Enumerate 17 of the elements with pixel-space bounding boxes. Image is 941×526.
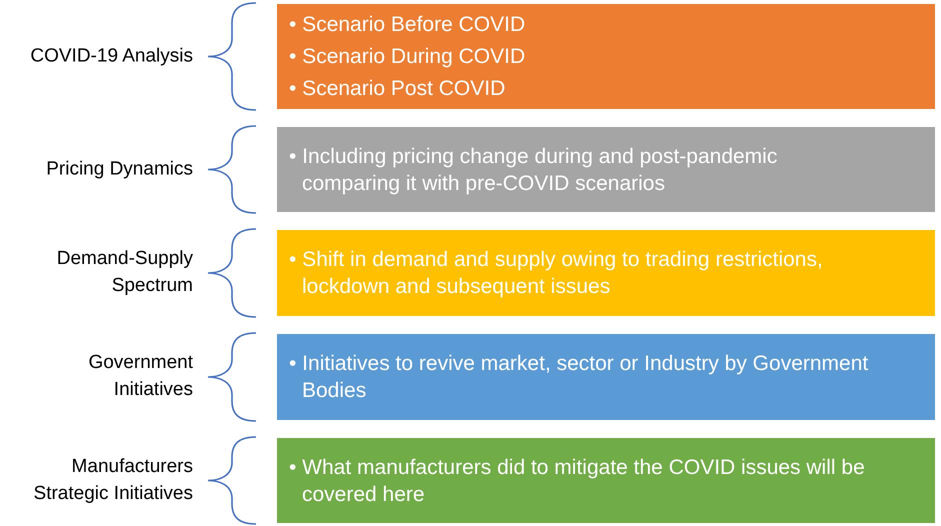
topic-panel [277, 230, 935, 316]
bullet-item: • What manufacturers did to mitigate the COVID issues will be covered here [289, 454, 866, 508]
bullet-item: • Including pricing change during and post-pandemic comparing it with pre-COVID scenarios [289, 144, 778, 196]
bullet-item: • Scenario Before COVID [289, 12, 526, 38]
category-label: Pricing Dynamics [46, 158, 193, 182]
topic-panel [277, 127, 935, 212]
category-label: Government Initiatives [87, 351, 193, 402]
bullet-item: • Scenario Post COVID [289, 76, 506, 102]
topic-panel [277, 334, 935, 420]
bullet-item: • Initiatives to revive market, sector or Industry by Government Bodies [289, 351, 870, 404]
topic-panel [277, 438, 935, 523]
category-label: COVID-19 Analysis [30, 44, 193, 68]
topic-panel [277, 4, 935, 109]
category-label: Demand-Supply Spectrum [56, 247, 193, 298]
category-label: Manufacturers Strategic Initiatives [32, 455, 193, 506]
bullet-item: • Shift in demand and supply owing to trading restrictions, lockdown and subsequent issues [289, 247, 824, 300]
bullet-item: • Scenario During COVID [289, 44, 526, 70]
